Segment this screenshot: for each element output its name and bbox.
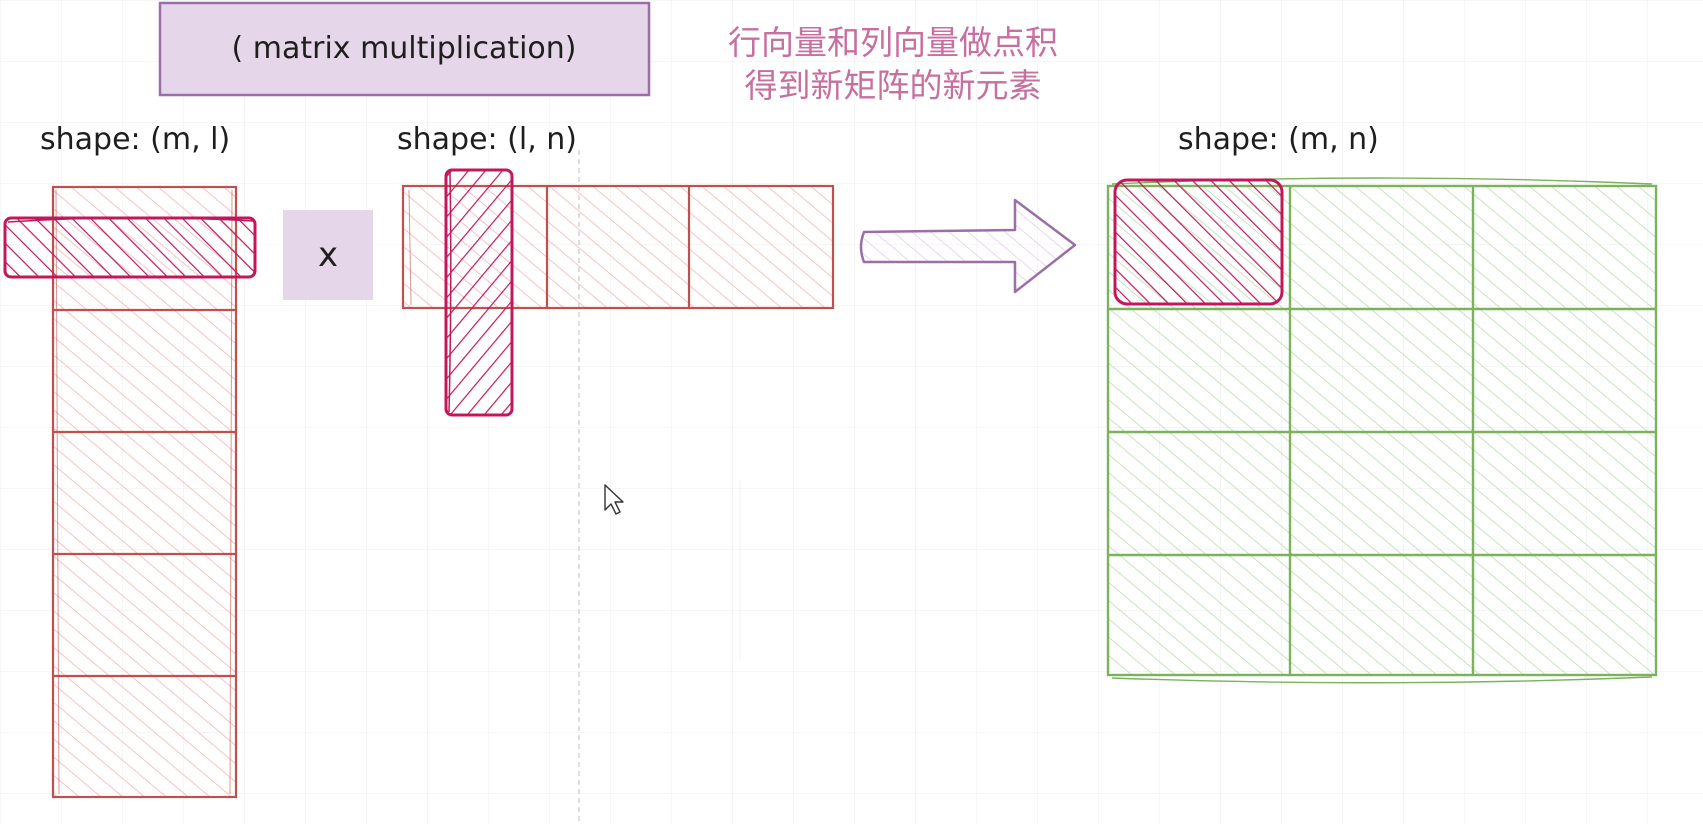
result-arrow	[859, 198, 1077, 294]
matrix-c-shape-label: shape: (m, n)	[1178, 122, 1379, 157]
matrix-a[interactable]	[51, 185, 238, 799]
mouse-pointer-icon	[604, 484, 624, 515]
multiply-operator-box: x	[283, 210, 373, 300]
matrix-b-shape-label: shape: (l, n)	[397, 122, 577, 157]
matrix-a-highlighted-row[interactable]	[3, 216, 257, 279]
multiply-operator-label: x	[318, 235, 338, 275]
matrix-b-highlighted-column[interactable]	[444, 168, 514, 417]
matrix-a-shape-label: shape: (m, l)	[40, 122, 230, 157]
title-box[interactable]: ( matrix multiplication)	[158, 1, 651, 97]
note-line-1: 行向量和列向量做点积	[728, 23, 1058, 62]
note-line-2: 得到新矩阵的新元素	[745, 66, 1042, 105]
title-label: ( matrix multiplication)	[232, 31, 577, 66]
matrix-c-highlighted-element[interactable]	[1113, 178, 1284, 306]
